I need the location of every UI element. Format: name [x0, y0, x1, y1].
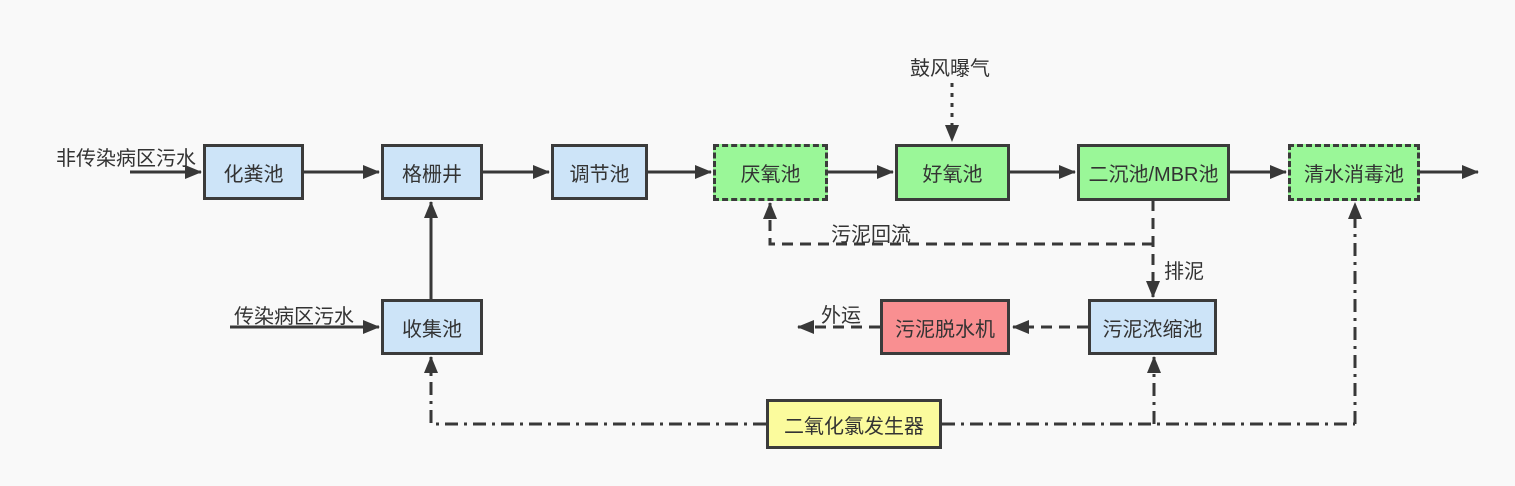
node-septic-tank-label: 化粪池 — [223, 163, 284, 186]
node-secondary-mbr-tank-label: 二沉池/MBR池 — [1088, 164, 1219, 186]
label-non-infectious-inflow: 非传染病区污水 — [56, 148, 196, 170]
node-sludge-thickening-tank: 污泥浓缩池 — [1088, 299, 1217, 355]
label-sludge-return: 污泥回流 — [831, 224, 911, 246]
edge-clo2-to-collection — [424, 356, 766, 426]
label-transport-out: 外运 — [821, 305, 861, 327]
node-sludge-dewatering-machine-label: 污泥脱水机 — [895, 318, 995, 341]
node-grid-well-label: 格栅井 — [402, 163, 462, 186]
node-collection-tank-label: 收集池 — [402, 318, 462, 341]
label-blower-aeration: 鼓风曝气 — [910, 58, 990, 80]
node-clearwater-disinfection-tank-label: 清水消毒池 — [1304, 164, 1404, 186]
label-sludge-discharge: 排泥 — [1164, 261, 1204, 283]
node-collection-tank: 收集池 — [381, 299, 483, 355]
node-secondary-mbr-tank: 二沉池/MBR池 — [1077, 144, 1230, 201]
node-clo2-generator-label: 二氧化氯发生器 — [784, 415, 924, 438]
node-sludge-dewatering-machine: 污泥脱水机 — [880, 299, 1010, 355]
node-regulating-tank: 调节池 — [551, 144, 648, 200]
node-regulating-tank-label: 调节池 — [569, 163, 630, 186]
edge-sludge-return — [763, 202, 1153, 246]
node-septic-tank: 化粪池 — [203, 144, 304, 200]
node-clo2-generator: 二氧化氯发生器 — [766, 399, 942, 449]
node-clearwater-disinfection-tank: 清水消毒池 — [1288, 144, 1420, 201]
node-grid-well: 格栅井 — [381, 144, 483, 200]
node-aerobic-tank: 好氧池 — [895, 144, 1010, 201]
node-aerobic-tank-label: 好氧池 — [922, 164, 983, 186]
node-anaerobic-tank: 厌氧池 — [713, 144, 828, 201]
node-anaerobic-tank-label: 厌氧池 — [740, 164, 801, 186]
label-infectious-inflow: 传染病区污水 — [234, 306, 354, 328]
node-sludge-thickening-tank-label: 污泥浓缩池 — [1102, 318, 1203, 341]
